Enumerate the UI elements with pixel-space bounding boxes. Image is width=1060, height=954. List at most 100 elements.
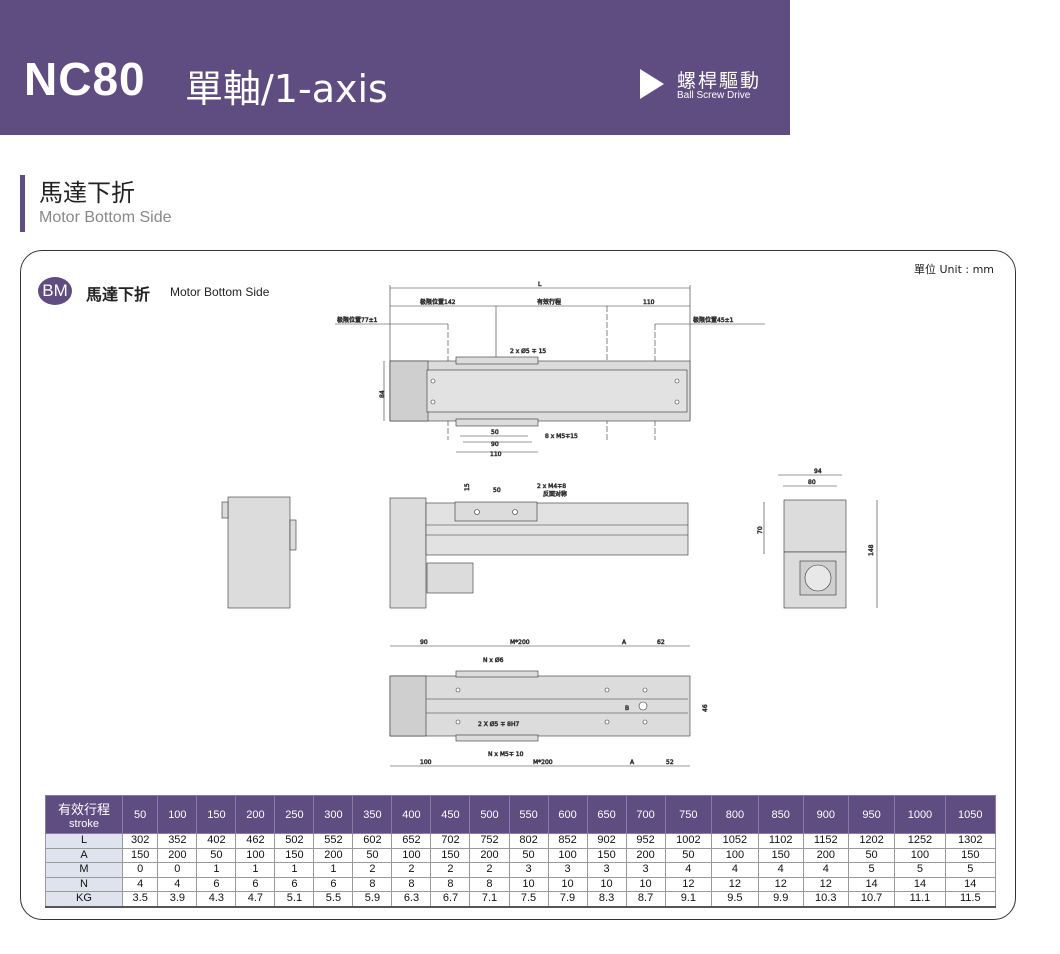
bot-dim-A2: A xyxy=(630,759,635,766)
table-cell: 852 xyxy=(547,833,588,849)
stroke-col-header: 50 xyxy=(121,795,159,834)
table-cell: 10.7 xyxy=(847,891,896,907)
config-badge: BM xyxy=(38,277,72,305)
bot-dim-52: 52 xyxy=(666,759,674,766)
table-cell: 150 xyxy=(757,847,804,863)
bottom-view: 90 M*200 A 62 N x Ø6 2 X Ø5 ∓ 8H7 N x M5… xyxy=(389,639,709,767)
table-cell: 14 xyxy=(894,876,946,892)
table-cell: 14 xyxy=(944,876,997,892)
table-cell: 2 xyxy=(430,862,471,878)
stroke-col-header: 200 xyxy=(235,795,276,834)
side-hole-callout: 2 x M4∓8 xyxy=(537,483,566,490)
table-cell: 7.1 xyxy=(469,891,510,907)
table-cell: 11.1 xyxy=(894,891,946,907)
section-title: 馬達下折 xyxy=(39,179,135,207)
table-cell: 5 xyxy=(944,862,997,878)
table-cell: 902 xyxy=(586,833,627,849)
drive-type-cn: 螺桿驅動 xyxy=(677,70,762,92)
right-end-view: 94 80 70 148 xyxy=(757,468,878,609)
stroke-col-header: 100 xyxy=(157,795,198,834)
row-label: A xyxy=(45,847,123,863)
table-cell: 4 xyxy=(802,862,849,878)
table-cell: 200 xyxy=(802,847,849,863)
table-cell: 8 xyxy=(430,876,471,892)
bot-dim-90: 90 xyxy=(420,639,428,646)
table-cell: 652 xyxy=(391,833,432,849)
table-cell: 200 xyxy=(469,847,510,863)
stroke-col-header: 800 xyxy=(711,795,759,834)
stroke-col-header: 900 xyxy=(802,795,849,834)
table-cell: 4 xyxy=(664,862,713,878)
table-cell: 702 xyxy=(430,833,471,849)
table-cell: 3 xyxy=(547,862,588,878)
table-cell: 352 xyxy=(157,833,198,849)
bot-dim-m200b: M*200 xyxy=(533,759,553,766)
table-cell: 3 xyxy=(508,862,549,878)
stroke-col-header: 850 xyxy=(757,795,804,834)
table-cell: 6.3 xyxy=(391,891,432,907)
dim-90: 90 xyxy=(491,441,499,448)
table-cell: 5 xyxy=(847,862,896,878)
bot-dim-A1: A xyxy=(622,639,627,646)
table-cell: 100 xyxy=(547,847,588,863)
table-cell: 50 xyxy=(352,847,393,863)
stroke-col-header: 600 xyxy=(547,795,588,834)
side-dim-50: 50 xyxy=(493,487,501,494)
panel-subtitle: Motor Bottom Side xyxy=(170,285,270,299)
table-cell: 4.3 xyxy=(196,891,237,907)
model-name: NC80 xyxy=(24,53,146,105)
bot-dim-100: 100 xyxy=(420,759,432,766)
table-cell: 2 xyxy=(352,862,393,878)
panel-title: 馬達下折 xyxy=(86,285,151,304)
stroke-col-header: 400 xyxy=(391,795,432,834)
bot-dim-62: 62 xyxy=(657,639,665,646)
table-cell: 402 xyxy=(196,833,237,849)
table-cell: 10 xyxy=(625,876,666,892)
table-cell: 5.9 xyxy=(352,891,393,907)
table-cell: 5.5 xyxy=(313,891,354,907)
table-cell: 200 xyxy=(313,847,354,863)
left-end-view xyxy=(221,496,297,609)
table-cell: 6 xyxy=(274,876,315,892)
table-cell: 302 xyxy=(121,833,159,849)
table-cell: 50 xyxy=(196,847,237,863)
row-label: KG xyxy=(45,891,123,907)
table-cell: 150 xyxy=(586,847,627,863)
side-view: 15 50 2 x M4∓8 反面对称 xyxy=(389,483,689,609)
table-cell: 552 xyxy=(313,833,354,849)
table-cell: 4 xyxy=(157,876,198,892)
table-cell: 1302 xyxy=(944,833,997,849)
stroke-col-header: 350 xyxy=(352,795,393,834)
hole-callout-1: 2 x Ø5 ∓ 15 xyxy=(510,348,546,355)
dim-L: L xyxy=(538,281,542,288)
header-banner: NC80 單軸/1-axis 螺桿驅動 Ball Screw Drive xyxy=(0,0,790,135)
table-cell: 12 xyxy=(802,876,849,892)
table-cell: 3 xyxy=(625,862,666,878)
table-cell: 6 xyxy=(313,876,354,892)
stroke-col-header: 950 xyxy=(847,795,896,834)
stroke-col-header: 550 xyxy=(508,795,549,834)
table-cell: 3.5 xyxy=(121,891,159,907)
table-cell: 1102 xyxy=(757,833,804,849)
play-arrow-icon xyxy=(640,69,664,99)
table-cell: 2 xyxy=(469,862,510,878)
dim-110b: 110 xyxy=(490,451,502,458)
table-cell: 4 xyxy=(757,862,804,878)
table-cell: 6.7 xyxy=(430,891,471,907)
table-cell: 50 xyxy=(847,847,896,863)
table-cell: 4.7 xyxy=(235,891,276,907)
stroke-col-header: 650 xyxy=(586,795,627,834)
table-cell: 6 xyxy=(196,876,237,892)
table-cell: 11.5 xyxy=(944,891,997,907)
table-cell: 1252 xyxy=(894,833,946,849)
table-cell: 5 xyxy=(894,862,946,878)
stroke-col-header: 1000 xyxy=(894,795,946,834)
table-cell: 502 xyxy=(274,833,315,849)
end-dim-70: 70 xyxy=(757,526,764,534)
table-cell: 12 xyxy=(664,876,713,892)
end-dim-80: 80 xyxy=(808,479,816,486)
stroke-col-header: 450 xyxy=(430,795,471,834)
